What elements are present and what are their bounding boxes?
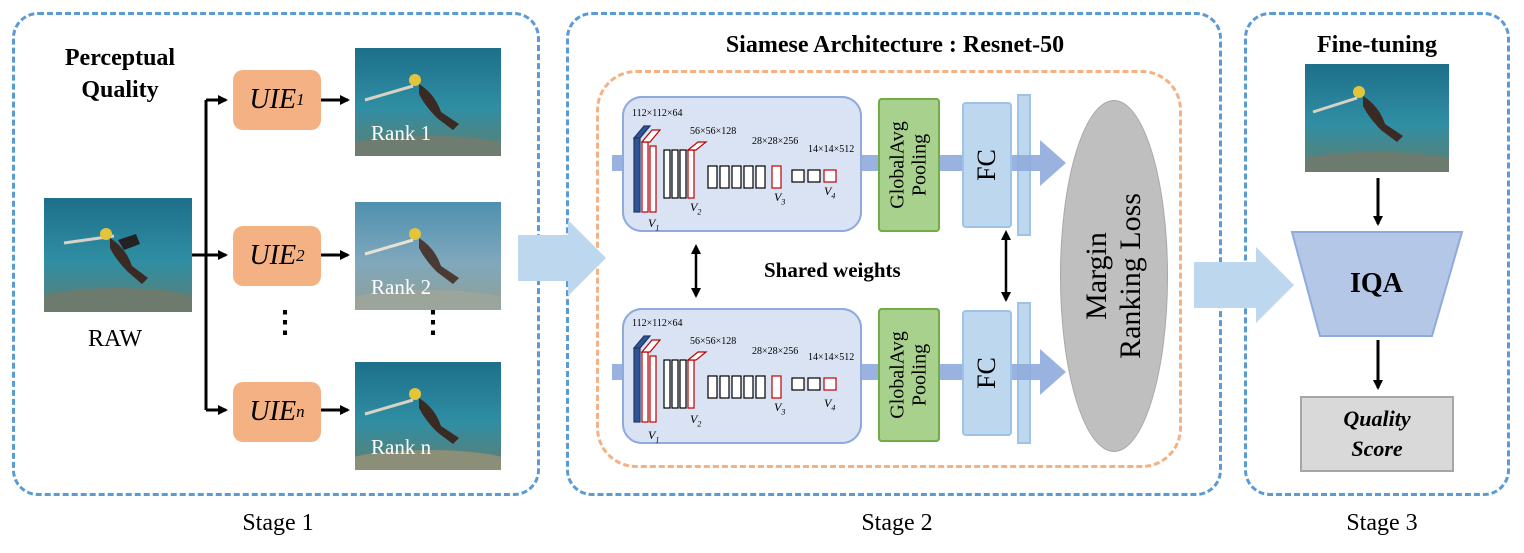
dim-overlay-bottom-1: 112×112×64 [632, 318, 683, 329]
v1-overlay-top: V1 [648, 216, 659, 232]
fc-output-bottom [1017, 302, 1031, 444]
rank-1-label: Rank 1 [371, 121, 432, 145]
rank-1-image: Rank 1 [355, 48, 501, 156]
v4-overlay-top: V4 [824, 184, 835, 200]
v3-ob-base: V [774, 400, 782, 414]
rank-2-image: Rank 2 [355, 202, 501, 310]
dim-overlay-top-3: 28×28×256 [752, 136, 799, 147]
v1-ob-sub: 1 [655, 435, 660, 445]
v2-ob-sub: 2 [697, 419, 702, 429]
v3-overlay-top: V3 [774, 190, 785, 206]
v3-ob-sub: 3 [781, 407, 786, 417]
uie-n-base: UIE [249, 396, 297, 427]
v4-ob-base: V [824, 396, 832, 410]
fc-bottom-text: FC [962, 310, 1012, 436]
loss-line2: Ranking Loss [1114, 193, 1147, 359]
uie-n-sub: n [296, 402, 305, 421]
v3-overlay-bottom: V3 [774, 400, 785, 416]
siamese-title: Siamese Architecture : Resnet-50 [725, 32, 1065, 58]
rank-ellipsis: ⋮ [418, 306, 448, 339]
v2-ot-sub: 2 [697, 207, 702, 217]
shared-weights-label: Shared weights [764, 258, 901, 282]
pooling-top-overlay-line2: Pooling [909, 133, 931, 197]
title-line2: Quality [81, 77, 159, 103]
rank-n-label: Rank n [371, 435, 432, 459]
uie-ellipsis: ⋮ [270, 306, 300, 339]
uie-1-base: UIE [249, 84, 297, 115]
fine-tuning-image [1305, 64, 1449, 172]
fc-top-overlay-label: FC [972, 149, 1001, 181]
v2-ot-base: V [690, 200, 698, 214]
dim-overlay-bottom-2: 56×56×128 [690, 336, 737, 347]
v4-ot-sub: 4 [831, 191, 836, 201]
fc-bottom-overlay-label: FC [972, 357, 1001, 389]
rank-n-image: Rank n [355, 362, 501, 470]
v2-overlay-top: V2 [690, 200, 701, 216]
dim-overlay-top-1: 112×112×64 [632, 108, 683, 119]
perceptual-quality-title: Perceptual Quality [40, 42, 200, 106]
v2-overlay-bottom: V2 [690, 412, 701, 428]
v3-ot-base: V [774, 190, 782, 204]
v2-ob-base: V [690, 412, 698, 426]
v1-overlay-bottom: V1 [648, 428, 659, 444]
dim-overlay-top-4: 14×14×512 [808, 144, 855, 155]
v1-ot-base: V [648, 216, 656, 230]
score-line1: Quality [1343, 406, 1411, 431]
v4-ob-sub: 4 [831, 403, 836, 413]
dim-overlay-bottom-4: 14×14×512 [808, 352, 855, 363]
stage2-label: Stage 2 [861, 510, 933, 536]
v1-ob-base: V [648, 428, 656, 442]
pooling-bottom-overlay-line2: Pooling [909, 343, 931, 407]
dim-overlay-top-2: 56×56×128 [690, 126, 737, 137]
loss-line1: Margin [1080, 232, 1113, 320]
raw-image [44, 198, 192, 312]
stage1-label: Stage 1 [242, 510, 314, 536]
stage3-label: Stage 3 [1346, 510, 1418, 536]
fc-top-text: FC [962, 102, 1012, 228]
v4-overlay-bottom: V4 [824, 396, 835, 412]
uie-2-base: UIE [249, 240, 297, 271]
dim-overlay-bottom-3: 28×28×256 [752, 346, 799, 357]
iqa-overlay-label: IQA [1350, 268, 1403, 299]
v3-ot-sub: 3 [781, 197, 786, 207]
title-line1: Perceptual [64, 45, 176, 71]
v4-ot-base: V [824, 184, 832, 198]
uie-2-sub: 2 [296, 246, 305, 265]
pooling-bottom-overlay-line1: GlobalAvg [887, 331, 909, 419]
raw-label: RAW [88, 326, 143, 352]
uie-1-sub: 1 [296, 90, 305, 109]
fine-tuning-title: Fine-tuning [1316, 32, 1438, 58]
rank-2-label: Rank 2 [371, 275, 432, 299]
score-line2: Score [1351, 436, 1403, 461]
quality-score-box: Quality Score [1300, 396, 1454, 472]
v1-ot-sub: 1 [655, 223, 660, 233]
fc-output-top [1017, 94, 1031, 236]
pooling-top-overlay-line1: GlobalAvg [887, 121, 909, 209]
